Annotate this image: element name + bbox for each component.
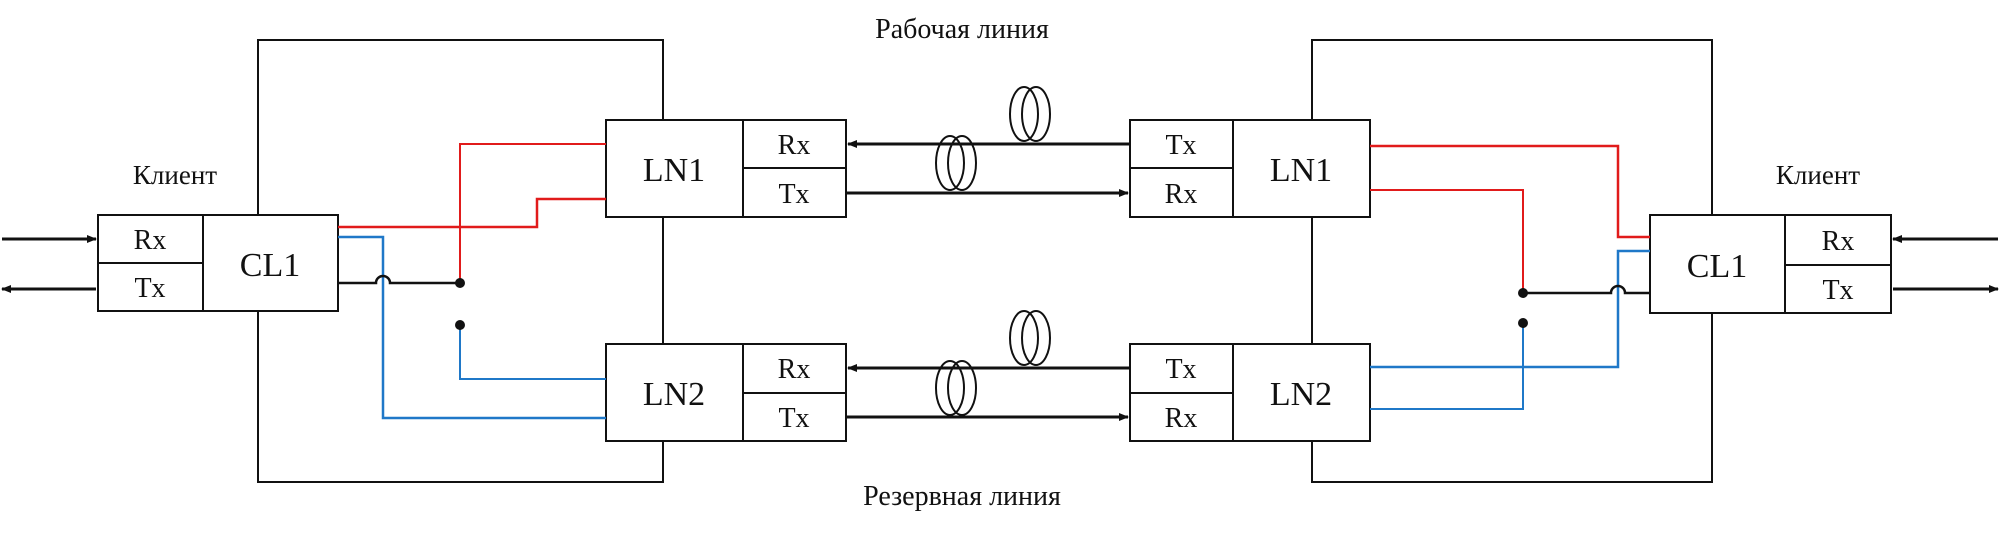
fiber-coil-icon	[1009, 310, 1051, 366]
client-left-label: Клиент	[133, 160, 217, 190]
cl1-left-label: CL1	[240, 247, 300, 284]
ln2-right-card[interactable]	[1232, 343, 1371, 442]
selector-wire-left	[338, 274, 460, 285]
client-right-rx: Rx	[1822, 226, 1855, 257]
working-switch-left	[459, 143, 606, 283]
client-right-tx: Tx	[1822, 275, 1853, 306]
cl1-right-label: CL1	[1687, 248, 1747, 285]
working-switch-right	[1370, 189, 1524, 293]
backup-line-title: Резервная линия	[863, 481, 1061, 512]
ln2-left-card[interactable]	[605, 343, 744, 442]
ln1-left-label: LN1	[643, 152, 705, 189]
fiber-coil-icon	[935, 360, 977, 416]
client-left-tx: Tx	[134, 273, 165, 304]
working-path-left	[338, 197, 606, 229]
ln1-left-card[interactable]	[605, 119, 744, 218]
ln2-left-label: LN2	[643, 376, 705, 413]
cl1-right-card[interactable]	[1649, 214, 1786, 314]
ln2-right-rx: Rx	[1165, 403, 1198, 434]
ln1-right-label: LN1	[1270, 152, 1332, 189]
ln2-left-rx: Rx	[778, 354, 811, 385]
switch-contact-left	[455, 320, 465, 330]
ln1-right-rx: Rx	[1165, 179, 1198, 210]
ln2-right-tx: Tx	[1165, 354, 1196, 385]
working-line-title: Рабочая линия	[875, 14, 1049, 45]
backup-switch-left	[459, 325, 606, 380]
backup-path-right	[1370, 249, 1650, 369]
backup-switch-right	[1370, 323, 1524, 410]
ln2-left-tx: Tx	[778, 403, 809, 434]
ln1-right-card[interactable]	[1232, 119, 1371, 218]
working-path-right	[1370, 144, 1650, 239]
switch-contact-right	[1518, 288, 1528, 298]
ln2-right-label: LN2	[1270, 376, 1332, 413]
switch-contact-right	[1518, 318, 1528, 328]
fiber-coil-icon	[935, 135, 977, 191]
backup-path-left	[338, 235, 606, 420]
client-left-rx: Rx	[134, 225, 167, 256]
ln1-right-tx: Tx	[1165, 130, 1196, 161]
cl1-left-card[interactable]	[202, 214, 339, 312]
selector-wire-right	[1523, 284, 1650, 295]
switch-contact-left	[455, 278, 465, 288]
ln1-left-tx: Tx	[778, 179, 809, 210]
client-right-label: Клиент	[1776, 160, 1860, 190]
fiber-coil-icon	[1009, 86, 1051, 142]
ln1-left-rx: Rx	[778, 130, 811, 161]
